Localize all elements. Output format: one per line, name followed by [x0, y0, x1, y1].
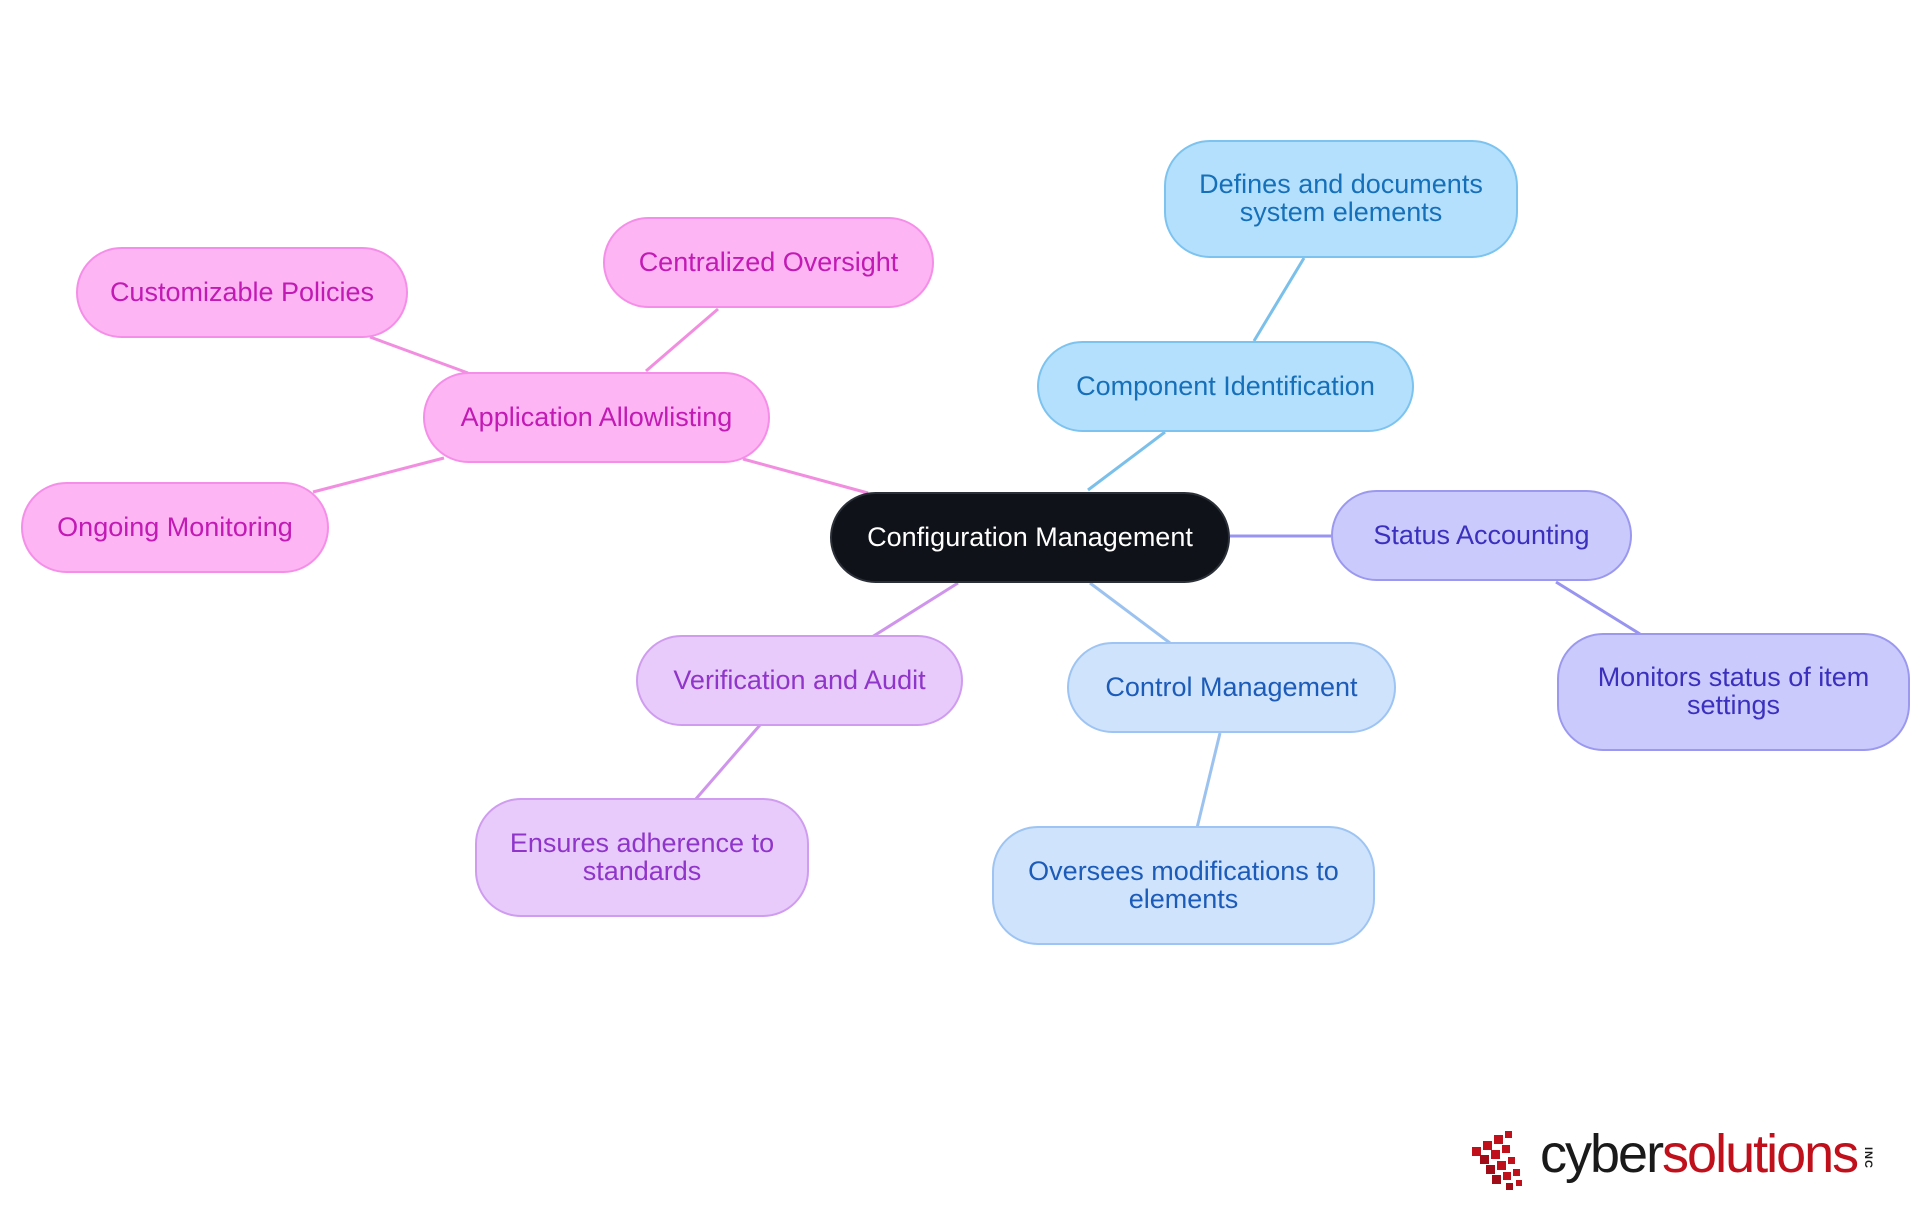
leaf-node-defines-documents: Defines and documents system elements [1164, 140, 1518, 258]
edge-root-allowlisting [742, 457, 869, 495]
branch-label: Status Accounting [1373, 519, 1590, 550]
edge-allowlisting-oversight [645, 307, 719, 373]
branch-node-status-accounting: Status Accounting [1331, 490, 1632, 581]
leaf-node-centralized-oversight: Centralized Oversight [603, 217, 934, 308]
branch-label: Application Allowlisting [460, 401, 733, 432]
logo-inc: INC [1862, 1147, 1874, 1169]
logo-mark-icon [1472, 1131, 1522, 1190]
root-node: Configuration Management [830, 492, 1230, 583]
leaf-label: Ensures adherence to standards [509, 827, 775, 886]
edge-root-component [1087, 430, 1166, 492]
edge-verification-ensures [693, 724, 762, 801]
edge-component-defines [1252, 257, 1306, 342]
edge-root-verification [871, 581, 959, 639]
branch-label: Component Identification [1076, 370, 1375, 401]
logo-wordmark: cybersolutions [1540, 1124, 1859, 1184]
leaf-node-customizable-policies: Customizable Policies [76, 247, 408, 338]
branch-label: Control Management [1105, 671, 1358, 702]
branch-label: Verification and Audit [673, 664, 926, 695]
leaf-node-oversees-modifications: Oversees modifications to elements [992, 826, 1375, 945]
leaf-node-monitors-status: Monitors status of item settings [1557, 633, 1910, 751]
cybersolutions-logo: cybersolutions INC [1470, 1125, 1880, 1195]
leaf-node-ongoing-monitoring: Ongoing Monitoring [21, 482, 329, 573]
leaf-label: Defines and documents system elements [1199, 169, 1483, 227]
branch-node-verification-audit: Verification and Audit [636, 635, 963, 726]
root-label: Configuration Management [867, 521, 1193, 552]
edge-status-monitors [1555, 580, 1641, 636]
branch-node-control-management: Control Management [1067, 642, 1396, 733]
edge-control-oversees [1195, 732, 1222, 829]
leaf-label: Monitors status of item settings [1597, 662, 1870, 720]
logo-word-solutions: solutions [1662, 1124, 1859, 1184]
edge-allowlisting-monitoring [312, 456, 445, 494]
leaf-label: Customizable Policies [109, 276, 375, 307]
leaf-label: Centralized Oversight [638, 246, 899, 277]
branch-node-component-identification: Component Identification [1037, 341, 1414, 432]
edge-root-control [1089, 581, 1171, 645]
leaf-label: Oversees modifications to elements [1028, 855, 1339, 914]
branch-node-application-allowlisting: Application Allowlisting [423, 372, 770, 463]
leaf-label: Ongoing Monitoring [57, 511, 293, 542]
edge-allowlisting-policies [369, 335, 469, 375]
leaf-node-ensures-adherence: Ensures adherence to standards [475, 798, 809, 917]
logo-word-cyber: cyber [1540, 1124, 1664, 1184]
